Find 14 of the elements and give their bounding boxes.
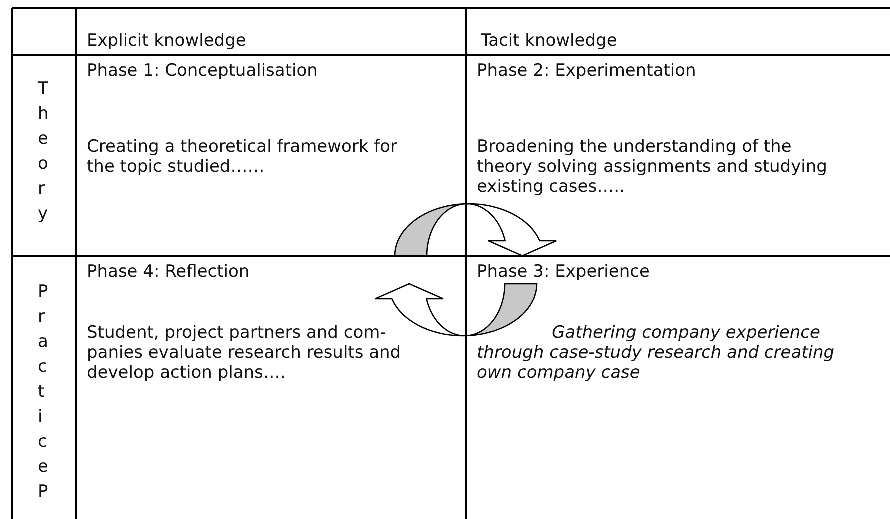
column-header: Explicit knowledge — [87, 31, 246, 51]
phase-description: Creating a theoretical framework for the topic studied…… — [87, 137, 399, 177]
curved-block-arrow — [394, 203, 558, 257]
phase-title: Phase 4: Reflection — [87, 262, 250, 282]
phase-description: Broadening the understanding of the theory solving assignments and studying existing cases….. — [477, 137, 828, 197]
phase-title: Phase 1: Conceptualisation — [87, 61, 318, 81]
row-header: Theory — [38, 78, 55, 226]
phase-description: Student, project partners and com- panies evaluate research results and develop action plans…. — [87, 323, 402, 383]
phase-description: Gathering company experience through case-study research and creating own company case — [477, 323, 836, 383]
phase-title: Phase 2: Experimentation — [477, 61, 696, 81]
column-header: Tacit knowledge — [481, 31, 618, 51]
phase-title: Phase 3: Experience — [477, 262, 650, 282]
row-header: Practice P — [38, 281, 55, 504]
curved-block-arrow — [374, 283, 538, 337]
